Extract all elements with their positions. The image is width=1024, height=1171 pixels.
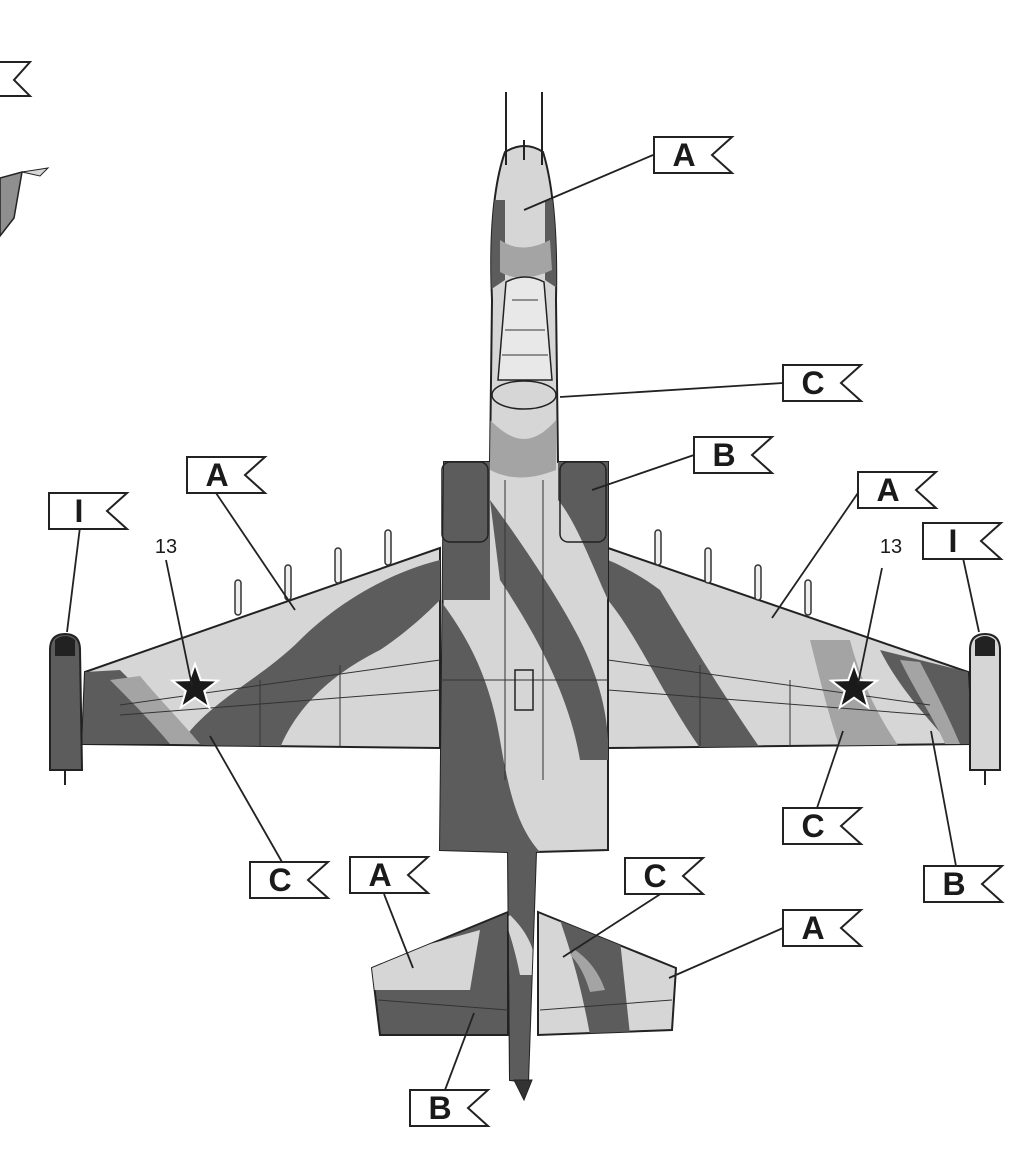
callout-letter: A: [801, 910, 824, 946]
leader-line-canopy: [559, 382, 784, 398]
leader-line-left-wing-leading-edge: [215, 492, 296, 611]
callout-flag-left-wing-leading-edge: A: [186, 456, 268, 494]
partial-side-view: [0, 61, 50, 238]
callout-letter: C: [268, 862, 291, 898]
callout-flag-left-elevator: B: [409, 1089, 491, 1127]
callout-letter: I: [949, 523, 958, 559]
callout-flag-right-stabilizer: A: [782, 909, 864, 947]
callout-flag-right-aileron: B: [923, 865, 1005, 903]
star-icon: [175, 667, 215, 705]
callout-letter: B: [712, 437, 735, 473]
callout-flag-right-wing-leading-edge: A: [857, 471, 939, 509]
leader-line-tail-center: [562, 892, 663, 958]
right-wingtip-pod: [969, 632, 1001, 785]
horizontal-stabilizers: [370, 910, 678, 1037]
callout-flag-engine-nacelle: B: [693, 436, 775, 474]
side-number-right: 13: [880, 536, 902, 558]
leader-line-left-stabilizer: [383, 893, 414, 969]
wingtip-pods: [49, 632, 1001, 785]
star-icon: [834, 667, 874, 705]
callout-flag-left-wingtip-pod: I: [48, 492, 130, 530]
callout-letter: A: [368, 857, 391, 893]
callout-letter: C: [801, 808, 824, 844]
callout-letter: B: [942, 866, 965, 902]
callout-flag-canopy: C: [782, 364, 864, 402]
callout-letter: I: [75, 493, 84, 529]
side-number-left: 13: [155, 536, 177, 558]
callout-letter: A: [205, 457, 228, 493]
callout-letter: C: [801, 365, 824, 401]
leader-line-right-stabilizer: [668, 927, 784, 979]
callout-flag-right-wingtip-pod: I: [922, 522, 1004, 560]
callout-letter: A: [876, 472, 899, 508]
callout-flag-tail-center: C: [624, 857, 706, 895]
leader-line-right-wing-leading-edge: [771, 489, 861, 619]
leader-line-right-aileron: [930, 730, 957, 867]
wings: [80, 529, 974, 750]
leader-line-left-wingtip-pod: [66, 526, 81, 633]
callout-flag-right-wing-trailing-edge: C: [782, 807, 864, 845]
leader-line-right-wingtip-pod: [962, 557, 980, 633]
leader-line-left-elevator: [444, 1012, 475, 1091]
leader-line-right-wing-trailing-edge: [816, 730, 844, 809]
callout-letter: B: [428, 1090, 451, 1126]
callout-letter: A: [672, 137, 695, 173]
leader-line-cockpit-nose: [523, 154, 654, 211]
left-wingtip-pod: [49, 632, 84, 785]
leader-line-left-wing-trailing-edge: [209, 735, 283, 863]
fuselage: [438, 92, 609, 1102]
callout-letter: C: [643, 858, 666, 894]
callout-flag-left-wing-trailing-edge: C: [249, 861, 331, 899]
leader-line-engine-nacelle: [591, 454, 695, 491]
callout-flag-cockpit-nose: A: [653, 136, 735, 174]
callout-flag-left-stabilizer: A: [349, 856, 431, 894]
